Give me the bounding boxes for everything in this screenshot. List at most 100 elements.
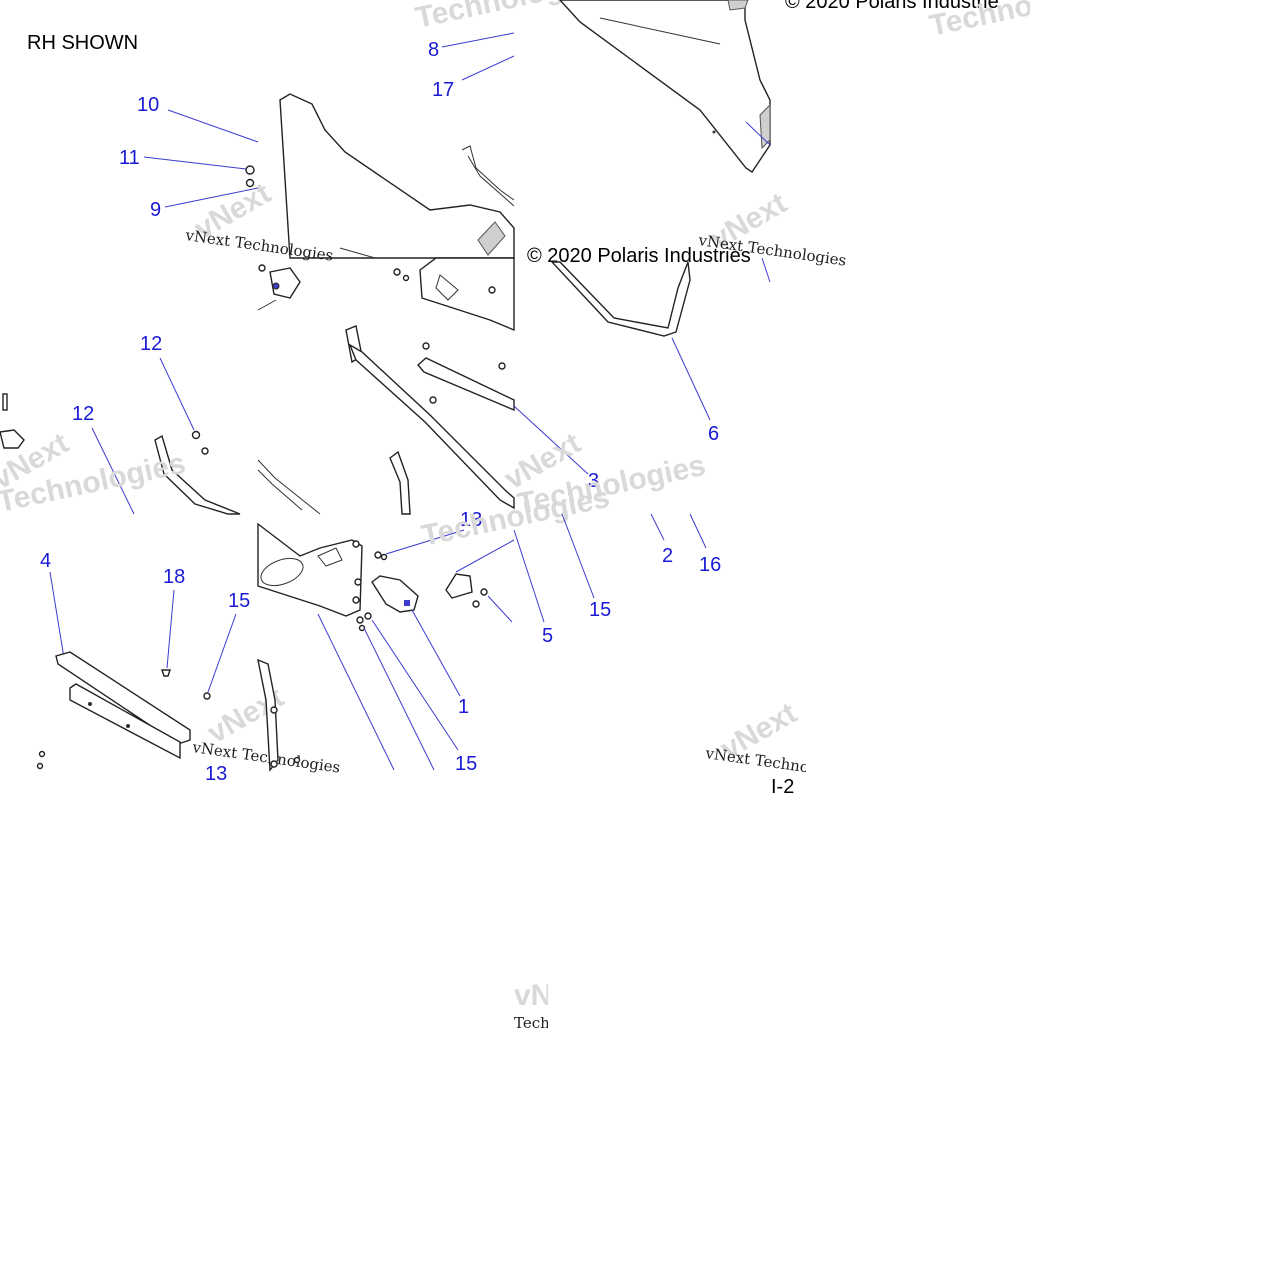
callout-1: 1 [458, 696, 469, 718]
copyright-mid: © 2020 Polaris Industries [527, 245, 751, 267]
door-latch-shade [727, 0, 749, 11]
leader-6 [671, 337, 711, 421]
callout-13-a: 13 [460, 509, 482, 531]
frame-lower-bolt [270, 706, 278, 714]
washer-11 [245, 178, 255, 188]
latch-plate [257, 522, 363, 617]
door-seal-upper [461, 145, 515, 207]
crossbar-bolt-2 [429, 396, 437, 404]
bolt-small [2, 393, 8, 411]
blank-mid-right-2 [806, 270, 852, 800]
callout-13-b: 13 [205, 763, 227, 785]
screw-15a [203, 692, 211, 700]
door-inner-line [599, 17, 721, 45]
bolt-12a [191, 430, 201, 440]
screw-latch-2 [380, 553, 388, 561]
door-dot [712, 130, 716, 134]
tile-top-center [559, 0, 771, 173]
leader-3 [513, 405, 589, 475]
leader-13a [385, 529, 465, 555]
bolt-top-2 [393, 268, 401, 276]
door-latch [371, 575, 419, 613]
crossbar [348, 343, 515, 510]
callout-3: 3 [588, 470, 599, 492]
leader-9 [164, 187, 259, 208]
leader-15c-2 [363, 627, 435, 771]
blank-bottom-right [548, 800, 1285, 1285]
clip-18 [161, 669, 171, 677]
callout-17: 17 [432, 79, 454, 101]
leader-15a [207, 613, 237, 693]
screw-latch-1 [374, 551, 382, 559]
bracket-small [0, 429, 25, 449]
tile-mid-right: © 2020 Polaris Industries 6 vNext vNext … [527, 187, 848, 445]
latch-plate-opening [260, 557, 304, 587]
leader-5 [455, 539, 515, 573]
blank-mid-right [852, 40, 1030, 800]
step-trim-lower [69, 683, 181, 760]
plate-hole-2 [354, 578, 362, 586]
screw-latch-5 [358, 624, 366, 632]
callout-8: 8 [428, 39, 439, 61]
callout-6: 6 [708, 423, 719, 445]
callout-5: 5 [542, 625, 553, 647]
leader-striker [487, 595, 513, 623]
leader-12b [91, 427, 135, 515]
screw-bl-1 [38, 750, 46, 758]
callout-12-a: 12 [140, 333, 162, 355]
crossbar-bolt-3 [498, 362, 506, 370]
door-panel-upper [279, 93, 515, 259]
leader-11 [143, 156, 247, 170]
leader-seal-top [761, 257, 771, 283]
leader-17 [461, 55, 515, 81]
screw-bl-2 [36, 762, 44, 770]
blank-bottom [0, 800, 514, 1285]
door-edge-line [339, 247, 376, 259]
door-assembly [559, 0, 771, 173]
callout-18: 18 [163, 566, 185, 588]
leader-18 [166, 589, 175, 669]
step-trim [55, 651, 191, 745]
leader-10 [167, 109, 259, 143]
leader-16 [689, 513, 707, 549]
door-panel-shade [477, 221, 506, 256]
crossbar-upper [417, 357, 515, 412]
door-frame-shade [435, 274, 459, 301]
callout-11: 11 [119, 147, 140, 169]
door-frame-top [419, 257, 515, 332]
leader-plate [317, 613, 395, 771]
leader-15b [561, 513, 595, 599]
tile-top-left: RH SHOWN 8 17 10 11 9 Technologies vNext… [27, 0, 606, 265]
view-note: RH SHOWN [27, 32, 138, 54]
screw-latch-4 [364, 612, 372, 620]
seal-strip-lower [257, 459, 321, 515]
leader-2 [650, 513, 665, 541]
hinge-line [257, 299, 277, 311]
bolt-top-3 [402, 274, 410, 282]
leader-12a [159, 357, 195, 431]
frame-hole [488, 286, 496, 294]
seal-strip-left [154, 434, 241, 515]
door-seal [550, 261, 691, 337]
bolt-12a-2 [201, 447, 209, 455]
callout-12-b: 12 [72, 403, 94, 425]
tile-bottom-center: 13 1 15 Technologies [257, 481, 612, 775]
trim-clip-1 [88, 702, 92, 706]
latch-plate-cutout [317, 547, 343, 567]
callout-15-a: 15 [228, 590, 250, 612]
callout-10: 10 [137, 94, 159, 116]
plate-hole-3 [352, 596, 360, 604]
bolt-top-1 [258, 264, 266, 272]
hinge-bolt [272, 282, 280, 290]
striker-bolt [480, 588, 488, 596]
callout-15-c: 15 [455, 753, 477, 775]
striker-bolt-2 [472, 600, 480, 608]
latch-blue [404, 600, 410, 606]
leader-5b [513, 529, 545, 623]
callout-4: 4 [40, 550, 51, 572]
page-ref: I-2 [771, 776, 794, 798]
striker [445, 573, 473, 599]
leader-1 [411, 609, 461, 697]
plate-hole-1 [352, 540, 360, 548]
